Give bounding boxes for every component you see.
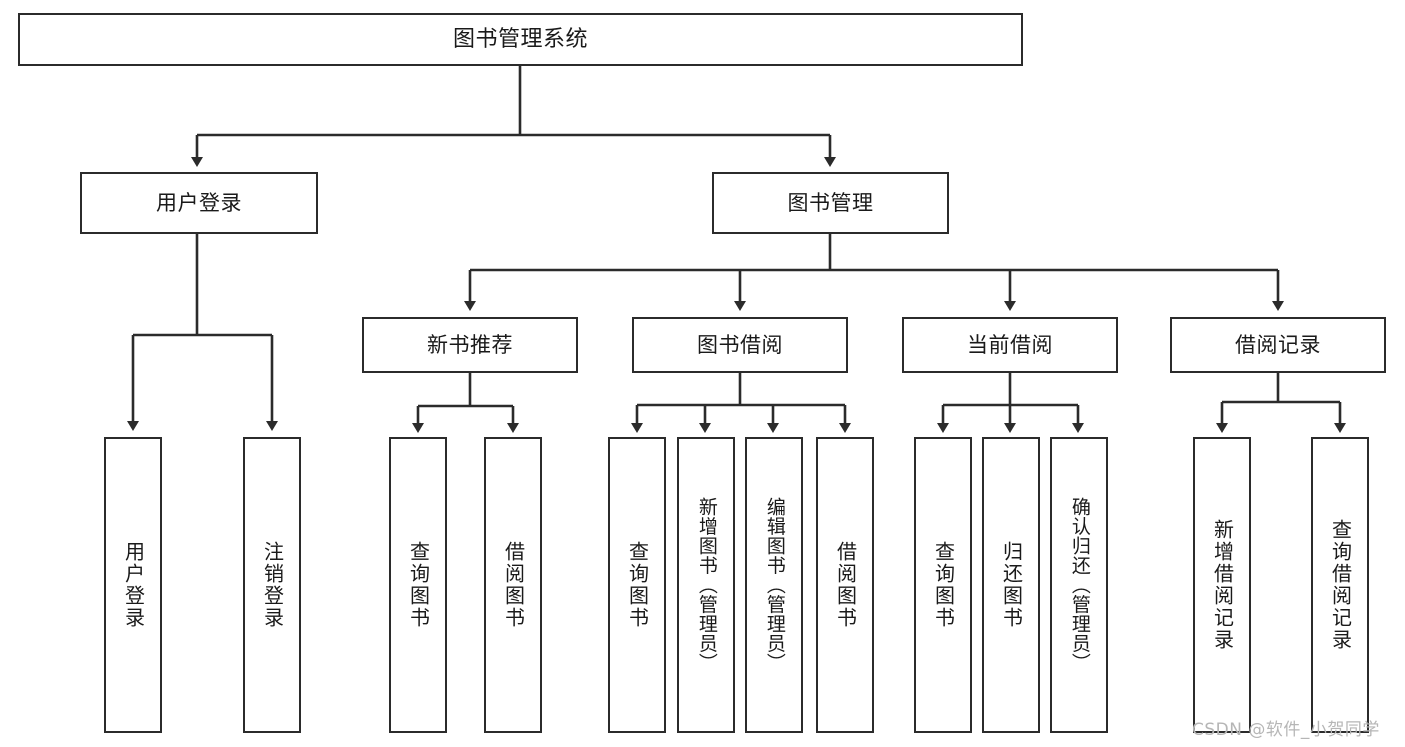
leaf-book-borrow-edit[interactable]: 编辑图书（管理员） <box>745 437 803 733</box>
node-label: 编辑图书（管理员） <box>763 497 786 673</box>
leaf-book-borrow-query[interactable]: 查询图书 <box>608 437 666 733</box>
leaf-borrow-record-query[interactable]: 查询借阅记录 <box>1311 437 1369 733</box>
leaf-book-borrow-add[interactable]: 新增图书（管理员） <box>677 437 735 733</box>
node-label: 当前借阅 <box>967 332 1053 357</box>
leaf-book-borrow-borrow[interactable]: 借阅图书 <box>816 437 874 733</box>
node-borrow-record[interactable]: 借阅记录 <box>1170 317 1386 373</box>
leaf-current-borrow-return[interactable]: 归还图书 <box>982 437 1040 733</box>
node-label: 图书借阅 <box>697 332 783 357</box>
node-label: 查询借阅记录 <box>1328 519 1353 651</box>
node-label: 确认归还（管理员） <box>1068 497 1091 673</box>
node-label: 归还图书 <box>999 541 1024 629</box>
node-label: 查询图书 <box>931 541 956 629</box>
node-label: 新书推荐 <box>427 332 513 357</box>
node-label: 借阅记录 <box>1235 332 1321 357</box>
node-book-borrow[interactable]: 图书借阅 <box>632 317 848 373</box>
leaf-user-login-logout[interactable]: 注销登录 <box>243 437 301 733</box>
node-current-borrow[interactable]: 当前借阅 <box>902 317 1118 373</box>
leaf-new-book-borrow[interactable]: 借阅图书 <box>484 437 542 733</box>
node-label: 查询图书 <box>625 541 650 629</box>
leaf-current-borrow-query[interactable]: 查询图书 <box>914 437 972 733</box>
node-label: 新增借阅记录 <box>1210 519 1235 651</box>
node-book-management[interactable]: 图书管理 <box>712 172 949 234</box>
watermark-text: CSDN @软件_小贺同学 <box>1192 720 1380 740</box>
node-label: 图书管理 <box>787 190 874 215</box>
node-label: 注销登录 <box>260 541 285 629</box>
node-label: 借阅图书 <box>501 541 526 629</box>
node-new-book-recommend[interactable]: 新书推荐 <box>362 317 578 373</box>
leaf-borrow-record-add[interactable]: 新增借阅记录 <box>1193 437 1251 733</box>
node-user-login[interactable]: 用户登录 <box>80 172 318 234</box>
leaf-user-login-login[interactable]: 用户登录 <box>104 437 162 733</box>
node-root-system[interactable]: 图书管理系统 <box>18 13 1023 66</box>
node-label: 新增图书（管理员） <box>695 497 718 673</box>
node-label: 查询图书 <box>406 541 431 629</box>
leaf-current-borrow-confirm-return[interactable]: 确认归还（管理员） <box>1050 437 1108 733</box>
leaf-new-book-query[interactable]: 查询图书 <box>389 437 447 733</box>
node-label: 借阅图书 <box>833 541 858 629</box>
node-label: 图书管理系统 <box>452 26 588 52</box>
node-label: 用户登录 <box>121 541 146 629</box>
node-label: 用户登录 <box>156 190 242 215</box>
